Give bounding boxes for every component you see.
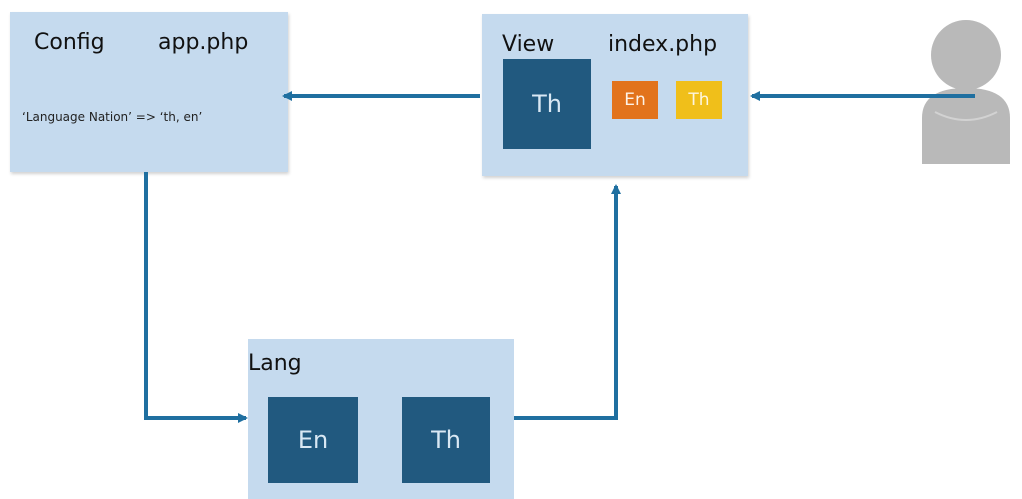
view-title: View: [502, 32, 555, 57]
arrow-config-to-lang: [144, 172, 248, 423]
config-box: Config app.php ‘Language Nation’ => ‘th,…: [10, 12, 288, 172]
lang-box: Lang En Th: [248, 339, 514, 499]
view-box: View index.php Th En Th: [482, 14, 748, 176]
config-language-setting: ‘Language Nation’ => ‘th, en’: [22, 110, 203, 124]
config-file-name: app.php: [158, 30, 249, 55]
view-file-name: index.php: [608, 32, 718, 57]
lang-file-en-label: En: [297, 426, 329, 454]
language-button-en-label: En: [624, 90, 646, 110]
lang-file-th: Th: [402, 397, 490, 483]
language-button-en[interactable]: En: [612, 81, 658, 119]
view-current-language-label: Th: [532, 90, 562, 118]
lang-file-en: En: [268, 397, 358, 483]
view-current-language-tile: Th: [503, 59, 591, 149]
language-button-th[interactable]: Th: [676, 81, 722, 119]
language-button-th-label: Th: [688, 90, 710, 110]
arrow-lang-to-view: [514, 184, 621, 420]
config-title: Config: [34, 30, 105, 55]
lang-title: Lang: [248, 351, 302, 376]
lang-file-th-label: Th: [431, 426, 461, 454]
